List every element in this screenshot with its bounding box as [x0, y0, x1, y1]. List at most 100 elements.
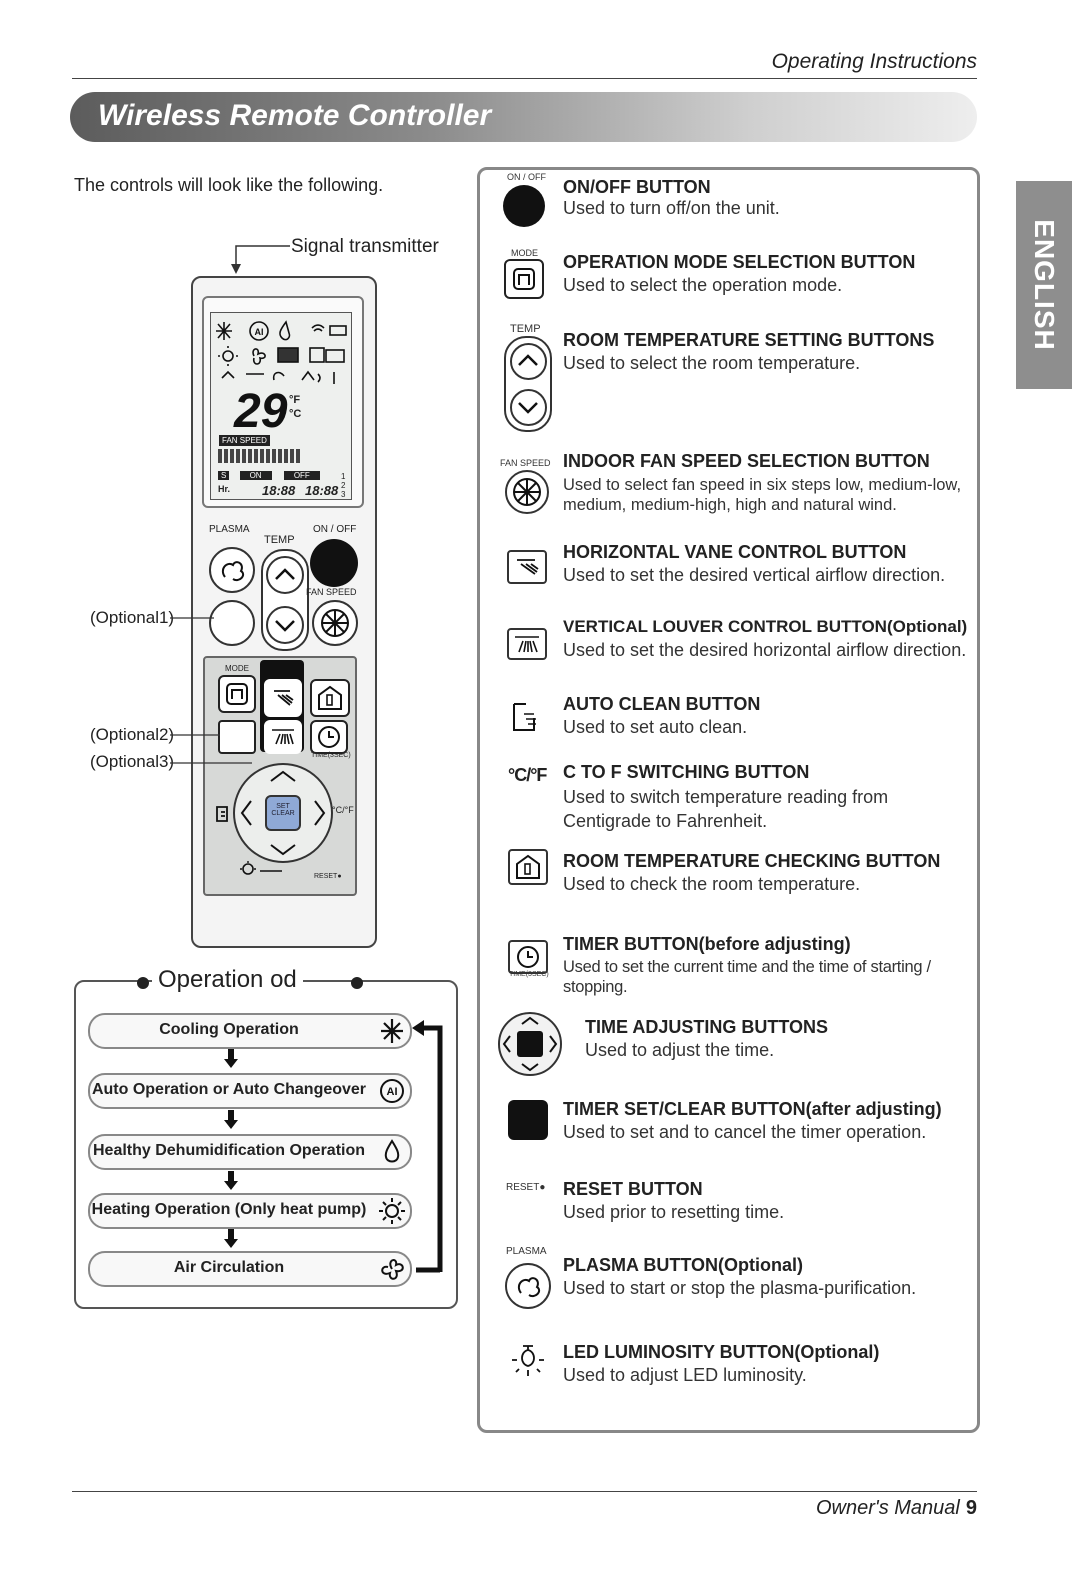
led-bulb-icon	[240, 861, 282, 875]
title-bar: Wireless Remote Controller	[70, 92, 977, 142]
temp-up-icon	[510, 343, 547, 380]
item-desc: Used to select the room temperature.	[563, 353, 861, 373]
timer-set-clear-icon	[508, 1100, 548, 1140]
item-title: TIME ADJUSTING BUTTONS	[585, 1017, 829, 1037]
footer-label: Owner's Manual	[815, 1497, 960, 1519]
icon-caption: TIME(3SEC)	[509, 971, 549, 978]
lcd-off-time: 18:88	[305, 483, 339, 498]
remote-cf-label: °C/°F	[332, 805, 354, 815]
room-temp-check-icon	[318, 685, 342, 710]
mode-cooling: Cooling Operation	[88, 1013, 412, 1049]
item-title: C TO F SWITCHING BUTTON	[563, 762, 810, 782]
led-bulb-icon	[512, 1345, 544, 1376]
item-title: ROOM TEMPERATURE CHECKING BUTTON	[563, 851, 941, 871]
language-tab: ENGLISH	[1016, 181, 1072, 389]
room-temp-check-icon	[508, 849, 548, 885]
lcd-unit-f: °F	[289, 394, 301, 406]
auto-clean-icon	[216, 806, 228, 822]
section-header: Operating Instructions	[771, 50, 977, 73]
horizontal-vane-icon	[274, 690, 294, 706]
signal-transmitter-label: Signal transmitter	[291, 236, 439, 257]
fan-icon	[321, 609, 349, 637]
arrow-down-icon	[224, 1110, 238, 1129]
remote-time-adjust-dpad: SET CLEAR	[233, 763, 333, 863]
remote-optional2-button[interactable]	[218, 720, 256, 754]
lcd-timer-row: S ON OFF	[218, 471, 338, 483]
droplet-icon	[384, 1139, 400, 1163]
cycle-return-arrow	[412, 1020, 443, 1273]
lcd-fan-speed-bars	[218, 449, 302, 463]
auto-clean-icon	[513, 703, 536, 731]
item-desc: Used to check the room temperature.	[563, 874, 861, 894]
svg-text:AI: AI	[255, 327, 264, 337]
lcd-unit-c: °C	[289, 408, 302, 420]
signal-leader-line	[231, 245, 290, 274]
remote-plasma-button[interactable]	[209, 547, 255, 593]
lcd-timer-on: ON	[239, 471, 272, 480]
remote-temp-down-button[interactable]	[266, 606, 304, 644]
item-title: OPERATION MODE SELECTION BUTTON	[563, 252, 916, 272]
vertical-louver-icon	[507, 628, 547, 660]
item-title: ON/OFF BUTTON	[563, 177, 711, 197]
item-title: PLASMA BUTTON(Optional)	[563, 1255, 803, 1275]
remote-timer-button[interactable]	[310, 720, 348, 754]
remote-time3sec-label: TIME(3SEC)	[311, 752, 351, 759]
svg-text:AI: AI	[387, 1086, 398, 1098]
mode-button-icon	[504, 259, 544, 299]
remote-temp-up-button[interactable]	[266, 556, 304, 594]
item-desc: Used to turn off/on the unit.	[563, 198, 780, 218]
time-adjust-icon	[498, 1012, 562, 1076]
lcd-timer-number: 1	[341, 472, 346, 481]
item-desc: Used to switch temperature reading from …	[563, 787, 889, 831]
item-title: HORIZONTAL VANE CONTROL BUTTON	[563, 542, 907, 562]
optional-leader-lines	[170, 617, 252, 764]
timer-clock-icon	[508, 940, 548, 974]
remote-set-label: SET	[276, 803, 290, 810]
lcd-temperature: 29	[234, 385, 288, 438]
language-tab-label: ENGLISH	[1029, 219, 1060, 351]
intro-text: The controls will look like the followin…	[74, 175, 384, 195]
remote-temp-label: TEMP	[264, 534, 295, 546]
temp-down-icon	[510, 389, 547, 426]
remote-room-temp-check-button[interactable]	[310, 679, 350, 717]
ai-icon: AI	[380, 1079, 404, 1103]
remote-horizontal-vane-button[interactable]	[264, 679, 302, 717]
mode-auto: Auto Operation or Auto Changeover AI	[88, 1073, 412, 1109]
button-descriptions-box	[477, 167, 980, 1433]
vertical-louver-icon	[272, 729, 294, 745]
dpad-arrows-icon	[240, 770, 326, 856]
snowflake-icon	[381, 1019, 403, 1043]
remote-mode-button[interactable]	[218, 675, 256, 713]
remote-vertical-louver-button[interactable]	[264, 720, 302, 754]
chevron-down-icon	[275, 620, 295, 632]
remote-temp-rocker	[261, 549, 309, 651]
horizontal-vane-icon	[507, 550, 547, 584]
mode-label: Auto Operation or Auto Changeover	[91, 1081, 367, 1098]
optional3-label: (Optional3)	[90, 752, 175, 771]
remote-set-clear-button[interactable]: SET CLEAR	[265, 795, 301, 831]
remote-fan-speed-button[interactable]	[312, 600, 358, 646]
item-title: TIMER BUTTON(before adjusting)	[563, 934, 851, 954]
title-bullet	[351, 977, 363, 989]
remote-optional1-button[interactable]	[209, 600, 255, 646]
remote-clear-label: CLEAR	[271, 810, 295, 817]
lcd-timer-s: S	[218, 471, 230, 480]
icon-caption: TEMP	[510, 323, 541, 335]
mode-label: Cooling Operation	[159, 1021, 299, 1038]
arrow-down-icon	[224, 1229, 238, 1248]
remote-onoff-label: ON / OFF	[313, 524, 357, 535]
lcd-hr: Hr.	[218, 484, 231, 494]
item-desc: Used to set the desired horizontal airfl…	[563, 640, 967, 660]
mode-icon	[226, 683, 248, 705]
mode-label: Healthy Dehumidification Operation	[92, 1142, 366, 1159]
reset-icon: RESET●	[506, 1182, 546, 1193]
lcd-on-time: 18:88	[262, 483, 296, 498]
mode-air-circulation: Air Circulation	[88, 1251, 412, 1287]
footer-rule	[72, 1491, 977, 1492]
chevron-up-icon	[275, 568, 295, 580]
page-title: Wireless Remote Controller	[98, 99, 492, 132]
title-bullet	[137, 977, 149, 989]
lcd-timer-off: OFF	[283, 471, 320, 480]
remote-onoff-button[interactable]	[310, 539, 358, 587]
remote-plasma-label: PLASMA	[209, 524, 250, 535]
